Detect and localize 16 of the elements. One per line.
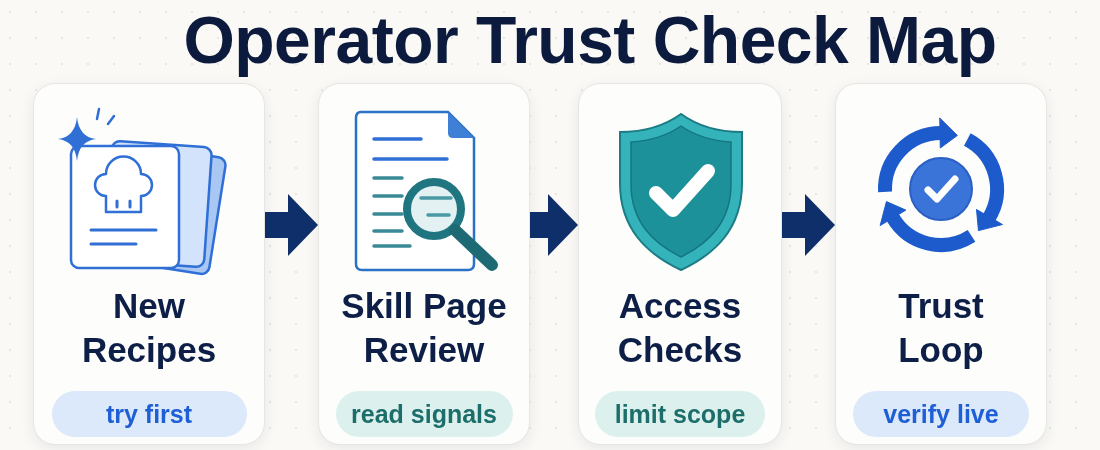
- step-card: [578, 83, 782, 445]
- step-title: New Recipes: [80, 285, 218, 371]
- flow-arrow: [265, 194, 318, 256]
- flow-arrow: [782, 194, 835, 256]
- step-card: [835, 83, 1047, 445]
- step-title: Skill Page Review: [340, 285, 508, 371]
- step-title: Trust Loop: [897, 285, 985, 371]
- step-card: [318, 83, 530, 445]
- step-tag: read signals: [335, 391, 513, 437]
- step-tag: limit scope: [595, 391, 765, 437]
- step-tag: verify live: [853, 391, 1029, 437]
- step-tag: try first: [51, 391, 247, 437]
- diagram-title: Operator Trust Check Map: [183, 4, 997, 76]
- step-card: [33, 83, 265, 445]
- step-title: Access Checks: [616, 285, 744, 371]
- flow-arrow: [530, 194, 578, 256]
